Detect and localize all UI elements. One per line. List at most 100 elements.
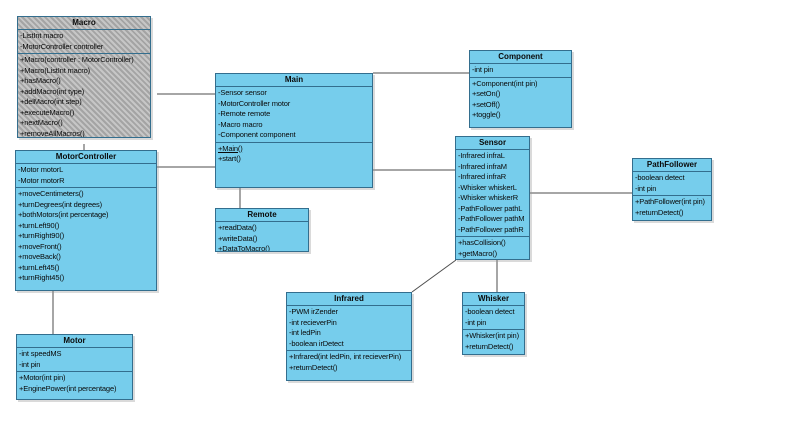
- methods-compartment: +moveCentimeters()+turnDegrees(int degre…: [16, 188, 156, 290]
- member-row: +toggle(): [472, 110, 501, 119]
- attributes-compartment: -int pin: [470, 64, 571, 78]
- class-sensor[interactable]: Sensor-Infrared infraL-Infrared infraM-I…: [455, 136, 530, 260]
- attributes-compartment: -Infrared infraL-Infrared infraM-Infrare…: [456, 150, 529, 237]
- member-row: +Macro(ListInt macro): [20, 65, 90, 75]
- member-row: -boolean irDetect: [289, 338, 344, 348]
- member-row: -Infrared infraL: [458, 151, 505, 160]
- member-row: -int pin: [472, 65, 494, 74]
- member-row: +executeMacro(): [20, 107, 75, 117]
- member-row: -boolean detect: [635, 173, 685, 182]
- member-row: -Whisker whiskerR: [458, 193, 518, 202]
- class-remote[interactable]: Remote+readData()+writeData()+DataToMacr…: [215, 208, 309, 252]
- member-row: +Component(int pin): [472, 78, 538, 88]
- member-row: -MotorController motor: [218, 98, 291, 108]
- member-row: +turnRight45(): [18, 273, 65, 282]
- member-row: -PWM irZender: [289, 307, 338, 316]
- member-row: +returnDetect(): [635, 207, 684, 217]
- member-row: +returnDetect(): [465, 341, 514, 351]
- methods-compartment: +Infrared(int ledPin, int recieverPin)+r…: [287, 351, 411, 380]
- member-row: +writeData(): [218, 233, 258, 243]
- member-row: +turnLeft45(): [18, 262, 60, 272]
- attributes-compartment: -Sensor sensor-MotorController motor-Rem…: [216, 87, 372, 143]
- methods-compartment: +Component(int pin)+setOn()+setOff()+tog…: [470, 78, 571, 128]
- class-title: Macro: [18, 17, 150, 30]
- member-row: -int pin: [465, 317, 487, 327]
- member-row: +DataToMacro(): [218, 244, 270, 252]
- member-row: +removeAllMacros(): [20, 128, 85, 138]
- member-row: -Motor motorL: [18, 165, 64, 174]
- class-motorcontroller[interactable]: MotorController-Motor motorL-Motor motor…: [15, 150, 157, 291]
- member-row: -Macro macro: [218, 119, 263, 129]
- member-row: -MotorController controller: [20, 41, 104, 51]
- class-component[interactable]: Component-int pin+Component(int pin)+set…: [469, 50, 572, 128]
- member-row: +Whisker(int pin): [465, 331, 519, 340]
- member-row: -int pin: [19, 359, 41, 369]
- attributes-compartment: -PWM irZender-int recieverPin-int ledPin…: [287, 306, 411, 351]
- member-row: +turnRight90(): [18, 231, 65, 240]
- attributes-compartment: -ListInt macro-MotorController controlle…: [18, 30, 150, 54]
- class-infrared[interactable]: Infrared-PWM irZender-int recieverPin-in…: [286, 292, 412, 381]
- member-row: -Component component: [218, 130, 296, 139]
- member-row: +EnginePower(int percentage): [19, 383, 117, 393]
- attributes-compartment: -int speedMS-int pin: [17, 348, 132, 372]
- methods-compartment: +readData()+writeData()+DataToMacro(): [216, 222, 308, 252]
- member-row: +returnDetect(): [289, 362, 338, 372]
- member-row: +Motor(int pin): [19, 373, 66, 382]
- methods-compartment: +Motor(int pin)+EnginePower(int percenta…: [17, 372, 132, 399]
- member-row: +moveFront(): [18, 241, 62, 251]
- member-row: -int speedMS: [19, 349, 62, 358]
- member-row: +moveCentimeters(): [18, 189, 84, 198]
- class-pathfollower[interactable]: PathFollower-boolean detect-int pin+Path…: [632, 158, 712, 221]
- class-whisker[interactable]: Whisker-boolean detect-int pin+Whisker(i…: [462, 292, 525, 355]
- member-row: +PathFollower(int pin): [635, 197, 705, 206]
- member-row: +Main(): [218, 143, 243, 153]
- member-row: -boolean detect: [465, 307, 515, 316]
- class-title: PathFollower: [633, 159, 711, 172]
- class-main[interactable]: Main-Sensor sensor-MotorController motor…: [215, 73, 373, 188]
- member-row: +hasMacro(): [20, 76, 61, 85]
- member-row: -PathFollower pathR: [458, 224, 524, 234]
- class-title: Infrared: [287, 293, 411, 306]
- class-title: Sensor: [456, 137, 529, 150]
- member-row: +getMacro(): [458, 248, 497, 258]
- class-title: Motor: [17, 335, 132, 348]
- methods-compartment: +Macro(controller : MotorController)+Mac…: [18, 54, 150, 138]
- class-title: Component: [470, 51, 571, 64]
- class-title: Remote: [216, 209, 308, 222]
- member-row: -Sensor sensor: [218, 88, 267, 97]
- attributes-compartment: -boolean detect-int pin: [463, 306, 524, 330]
- connector-Sensor-Infrared[interactable]: [411, 259, 457, 293]
- member-row: -int ledPin: [289, 328, 321, 337]
- methods-compartment: +Main()+start(): [216, 143, 372, 188]
- member-row: +turnDegrees(int degrees): [18, 199, 103, 209]
- class-macro[interactable]: Macro-ListInt macro-MotorController cont…: [17, 16, 151, 138]
- member-row: +hasCollision(): [458, 238, 506, 247]
- member-row: +setOff(): [472, 99, 500, 109]
- member-row: +moveBack(): [18, 252, 61, 261]
- member-row: -Remote remote: [218, 109, 271, 118]
- member-row: -Whisker whiskerL: [458, 182, 517, 192]
- class-title: Whisker: [463, 293, 524, 306]
- member-row: -Infrared infraR: [458, 172, 507, 181]
- class-title: MotorController: [16, 151, 156, 164]
- member-row: +nextMacro(): [20, 118, 63, 127]
- attributes-compartment: -boolean detect-int pin: [633, 172, 711, 196]
- member-row: -PathFollower pathM: [458, 214, 525, 223]
- member-row: +setOn(): [472, 89, 501, 98]
- member-row: -ListInt macro: [20, 31, 64, 40]
- member-row: -Motor motorR: [18, 175, 65, 185]
- member-row: +turnLeft90(): [18, 220, 60, 230]
- member-row: +delMacro(int step): [20, 97, 82, 106]
- member-row: +addMacro(int type): [20, 86, 85, 96]
- class-motor[interactable]: Motor-int speedMS-int pin+Motor(int pin)…: [16, 334, 133, 400]
- member-row: +Macro(controller : MotorController): [20, 55, 134, 64]
- member-row: -PathFollower pathL: [458, 203, 523, 213]
- member-row: +bothMotors(int percentage): [18, 210, 109, 219]
- class-title: Main: [216, 74, 372, 87]
- methods-compartment: +hasCollision()+getMacro(): [456, 237, 529, 259]
- attributes-compartment: -Motor motorL-Motor motorR: [16, 164, 156, 188]
- methods-compartment: +PathFollower(int pin)+returnDetect(): [633, 196, 711, 220]
- member-row: +readData(): [218, 223, 257, 232]
